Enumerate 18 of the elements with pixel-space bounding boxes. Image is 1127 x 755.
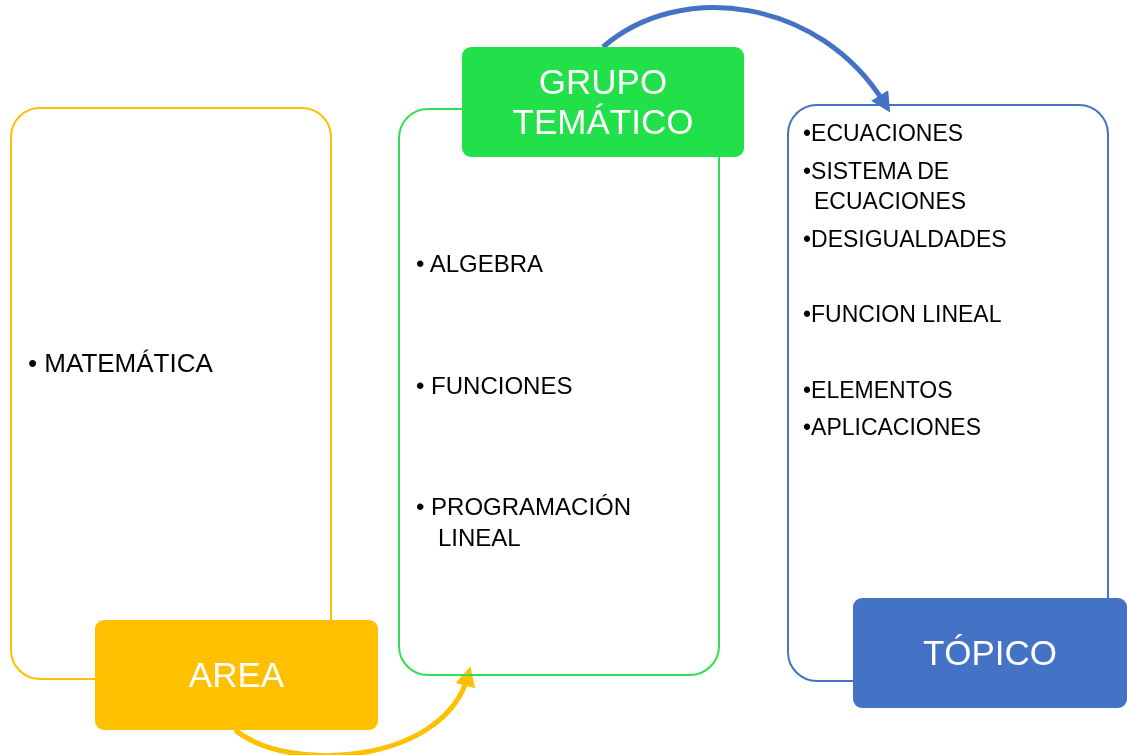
curved-arrow — [233, 666, 474, 755]
bullet-item: • FUNCIONES — [416, 371, 574, 401]
bullet-item: •FUNCION LINEAL — [803, 300, 1003, 329]
bullet-item: •DESIGUALDADES — [803, 225, 1008, 254]
bullet-item: •SISTEMA DE ECUACIONES — [803, 157, 968, 216]
tab-title: AREA — [187, 654, 286, 696]
bullet-item: • MATEMÁTICA — [28, 347, 214, 380]
bullet-item: • PROGRAMACIÓN LINEAL — [416, 492, 633, 554]
bullet-item: •ELEMENTOS — [803, 376, 954, 405]
bullet-item: •APLICACIONES — [803, 413, 983, 442]
curved-arrow — [601, 5, 891, 113]
tab-title: TÓPICO — [921, 632, 1059, 674]
label-tab — [462, 47, 744, 157]
label-tab — [853, 598, 1127, 708]
bullet-item: • ALGEBRA — [416, 249, 545, 279]
tab-title: GRUPO TEMÁTICO — [511, 61, 695, 143]
bullet-item: •ECUACIONES — [803, 119, 965, 148]
label-tab — [95, 620, 378, 730]
